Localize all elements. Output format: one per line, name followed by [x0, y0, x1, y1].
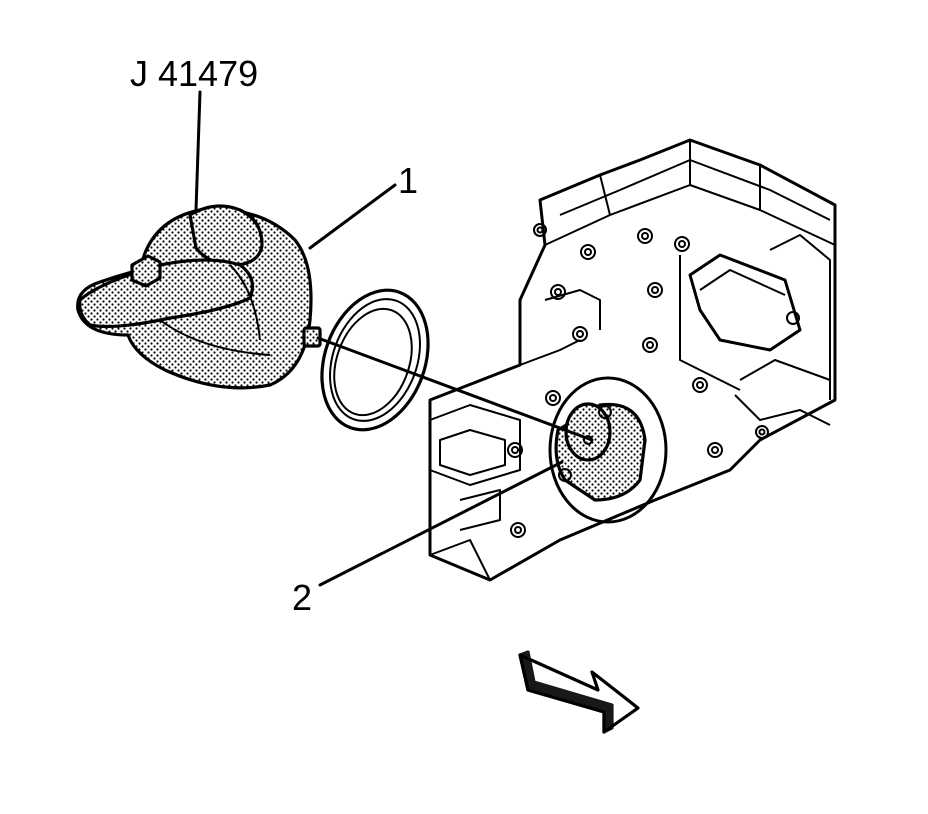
alignment-centerline	[316, 336, 594, 442]
engine-block	[428, 138, 837, 582]
tool-number-label: J 41479	[130, 53, 258, 94]
front-direction-arrow-icon	[518, 650, 640, 734]
leader-lines	[194, 90, 564, 587]
seal-installer-tool	[76, 204, 322, 390]
callout-1-label: 1	[398, 160, 418, 201]
callout-2-label: 2	[292, 577, 312, 618]
crankshaft-nose	[554, 402, 647, 502]
